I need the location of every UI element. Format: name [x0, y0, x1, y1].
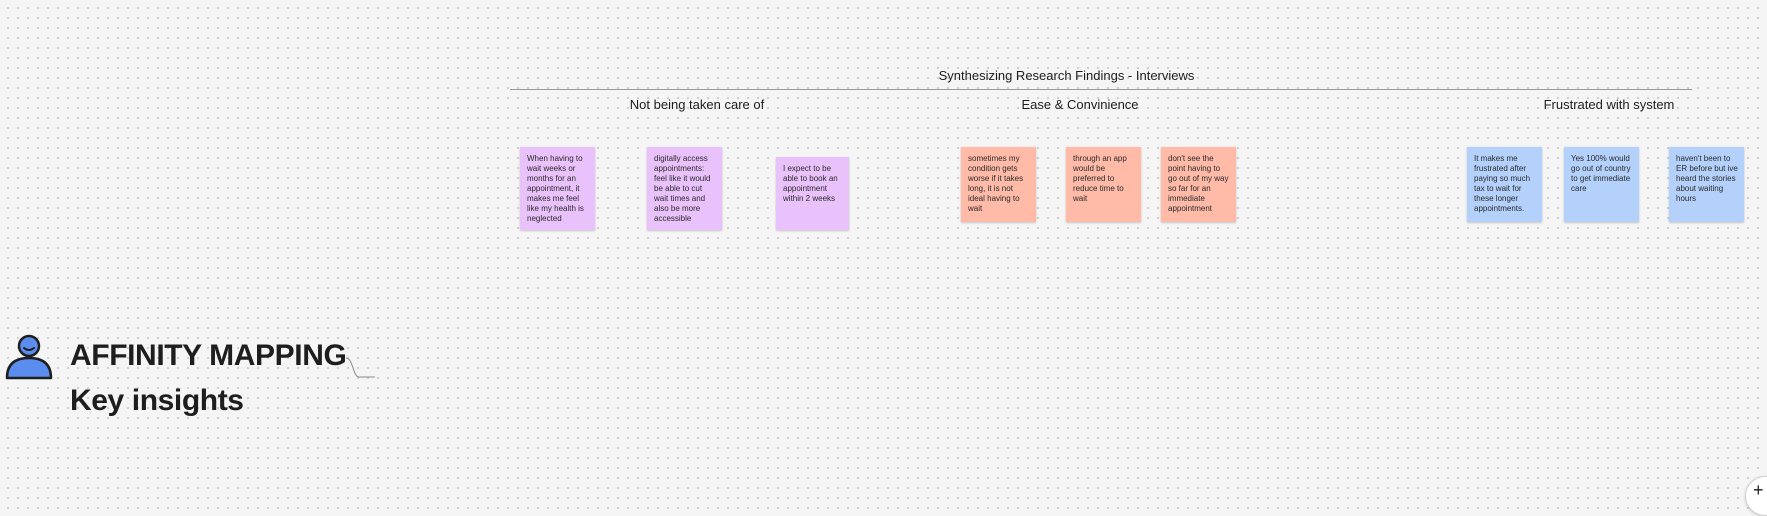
- sticky-note[interactable]: It makes me frustrated after paying so m…: [1467, 147, 1542, 222]
- sticky-note[interactable]: through an app would be preferred to red…: [1066, 147, 1141, 222]
- sticky-note[interactable]: When having to wait weeks or months for …: [520, 147, 595, 230]
- sticky-note[interactable]: haven't been to ER before but ive heard …: [1669, 147, 1744, 222]
- board-title-divider: [510, 89, 1692, 90]
- sticky-note[interactable]: don't see the point having to go out of …: [1161, 147, 1236, 222]
- zoom-in-button[interactable]: +: [1745, 476, 1767, 516]
- sticky-note[interactable]: Yes 100% would go out of country to get …: [1564, 147, 1639, 222]
- sticky-note[interactable]: digitally access appointments: feel like…: [647, 147, 722, 230]
- group-title-not-taken-care[interactable]: Not being taken care of: [629, 97, 765, 112]
- plus-icon: +: [1753, 480, 1764, 500]
- sticky-note[interactable]: I expect to be able to book an appointme…: [776, 157, 849, 230]
- person-avatar-icon: [5, 334, 53, 380]
- sticky-note[interactable]: sometimes my condition gets worse if it …: [961, 147, 1036, 222]
- group-title-ease-convenience[interactable]: Ease & Convinience: [1021, 97, 1139, 112]
- section-subheading[interactable]: Key insights: [70, 384, 244, 417]
- board-title[interactable]: Synthesizing Research Findings - Intervi…: [938, 68, 1195, 83]
- connector-line[interactable]: [345, 355, 375, 381]
- section-heading[interactable]: AFFINITY MAPPING: [70, 339, 347, 372]
- group-title-frustrated-system[interactable]: Frustrated with system: [1543, 97, 1675, 112]
